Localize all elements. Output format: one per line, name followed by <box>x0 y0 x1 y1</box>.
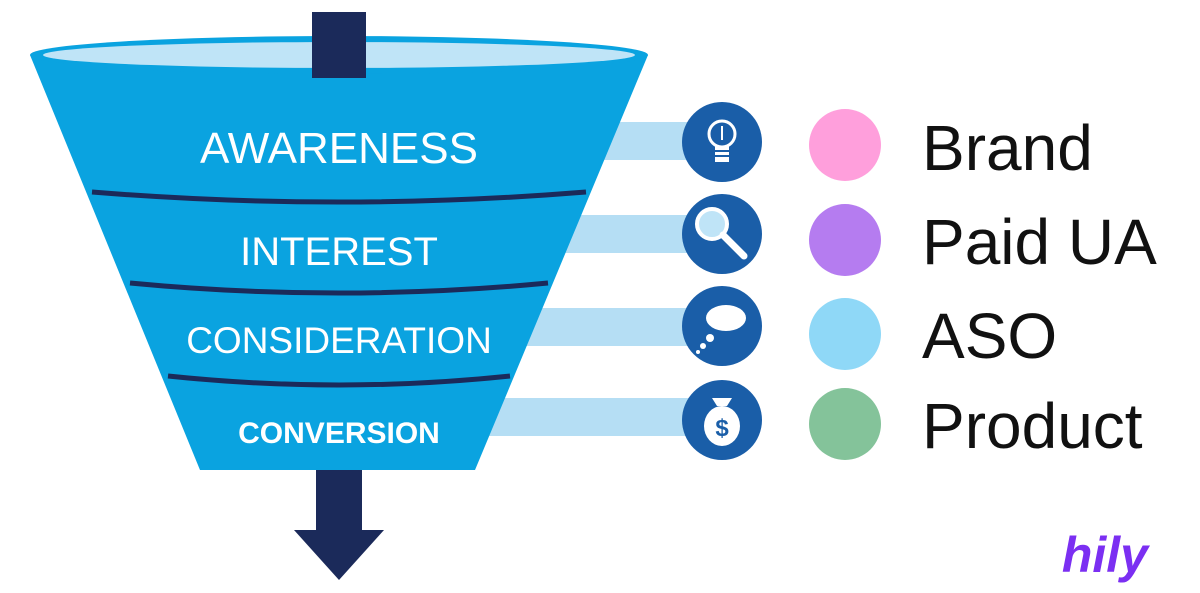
legend-label-aso: ASO <box>922 300 1057 372</box>
legend-swatch-product <box>809 388 881 460</box>
stage-label-awareness: AWARENESS <box>200 124 478 173</box>
legend-label-brand: Brand <box>922 112 1093 184</box>
legend: Brand Paid UA ASO Product <box>809 109 1157 462</box>
funnel-arrows <box>294 12 384 580</box>
stage-label-interest: INTEREST <box>240 230 438 274</box>
funnel-body <box>30 55 648 470</box>
speech-bubble-icon <box>682 286 762 366</box>
legend-label-paid-ua: Paid UA <box>922 206 1157 278</box>
legend-swatch-paid-ua <box>809 204 881 276</box>
hily-logo: hily <box>1062 527 1150 583</box>
legend-label-product: Product <box>922 390 1143 462</box>
funnel-divider-2 <box>129 280 549 296</box>
bottom-arrow-shaft <box>316 470 362 532</box>
top-arrow-shaft <box>312 12 366 78</box>
svg-text:$: $ <box>715 415 729 442</box>
stage-icons: $ <box>682 102 762 460</box>
stage-label-conversion: CONVERSION <box>238 417 440 450</box>
money-bag-icon: $ <box>682 380 762 460</box>
stage-label-consideration: CONSIDERATION <box>186 320 492 361</box>
magnifier-icon <box>682 194 762 274</box>
funnel-divider-1 <box>91 189 587 205</box>
legend-swatch-aso <box>809 298 881 370</box>
legend-swatch-brand <box>809 109 881 181</box>
funnel-divider-3 <box>167 373 511 388</box>
lightbulb-icon <box>682 102 762 182</box>
bottom-arrow-head <box>294 530 384 580</box>
